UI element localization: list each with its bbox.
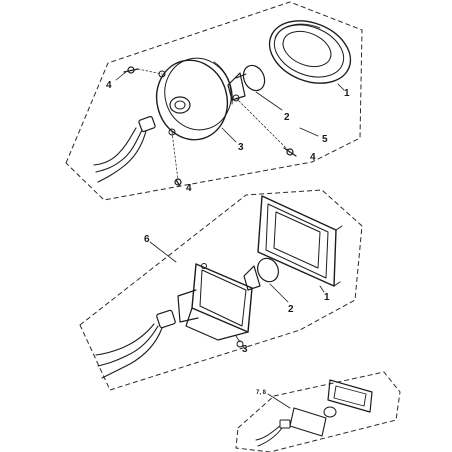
callout-a-bulb: 2 [284,112,290,123]
rectangular-headlight-assembly: 6 1 2 3 [79,189,363,391]
callout-c-parts: 7, 8 [256,390,267,396]
small-light-assembly: 7, 8 [235,371,401,452]
callout-a-screw-bottom: 4 [186,183,192,194]
callout-a-assembly: 5 [322,134,328,145]
callout-a-lens: 1 [344,88,350,99]
screws [123,66,297,187]
leaders-a [115,71,345,143]
callout-a-screw-top: 4 [106,80,112,91]
rectangular-lens [257,195,343,287]
callout-b-bulb: 2 [288,304,294,315]
rectangular-bulb [243,257,279,291]
round-lens [268,20,352,84]
round-housing [155,57,240,141]
round-headlight-assembly: 1 2 3 4 4 4 5 [65,1,363,201]
round-bulb [227,64,266,101]
round-socket-wiring [93,115,156,183]
assembly-outline-6 [79,189,363,391]
assembly-outline-5 [65,1,363,201]
callout-b-lens: 1 [324,292,330,303]
callout-a-housing: 3 [238,142,244,153]
callout-a-screw-right: 4 [310,152,316,163]
callout-b-assembly: 6 [144,234,150,245]
leaders-b [149,241,325,343]
rectangular-housing [177,263,253,348]
callout-b-housing: 3 [242,344,248,355]
assembly-outline-7-8 [235,371,401,452]
rectangular-socket-wiring [95,309,176,379]
